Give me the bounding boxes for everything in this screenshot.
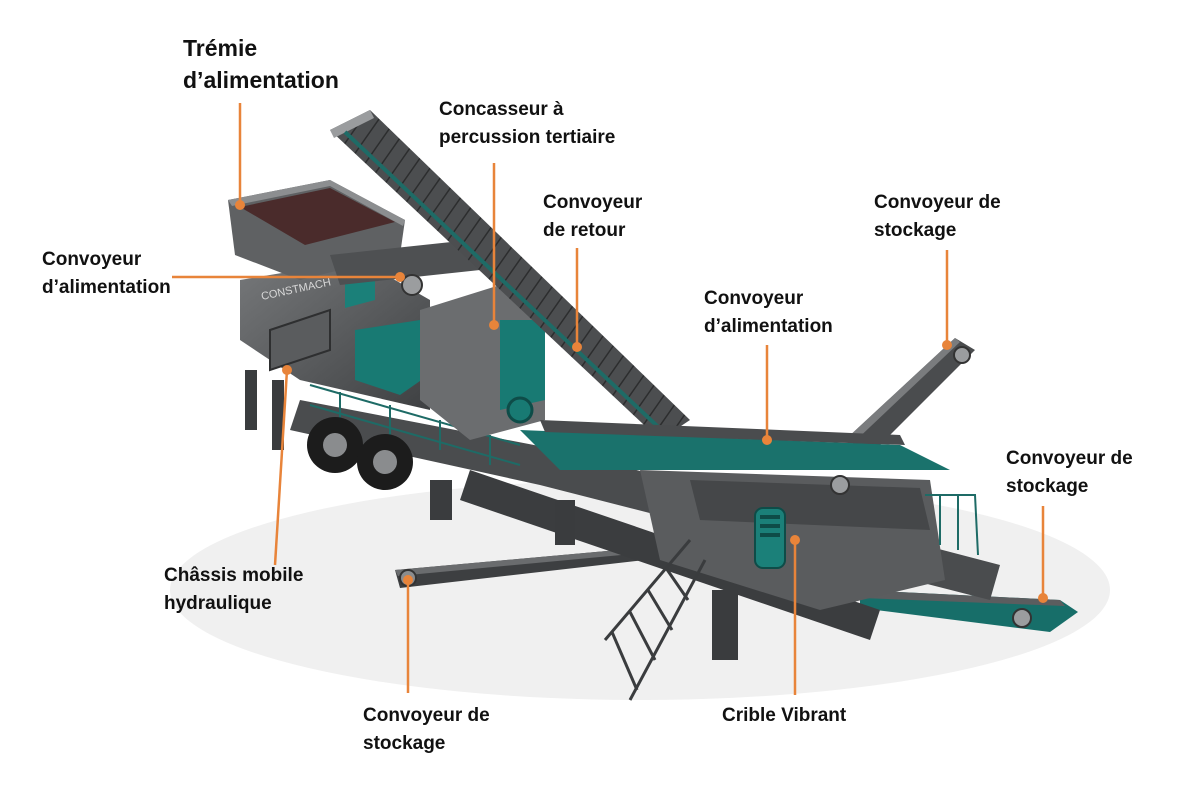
label-alimentation-left: Convoyeur d’alimentation: [42, 249, 171, 298]
screen-railing: [925, 494, 979, 556]
access-stairs: [603, 539, 707, 701]
stockage-conveyor-top-right: [845, 338, 975, 455]
feed-conveyor-left: [330, 240, 480, 296]
feed-hopper: [228, 180, 405, 280]
stockage-conveyor-right: [860, 590, 1078, 632]
impact-crusher: [420, 285, 545, 440]
leader-dots: [235, 200, 1048, 603]
label-tremie: Trémie d’alimentation: [183, 35, 339, 93]
label-chassis: Châssis mobile hydraulique: [164, 565, 304, 614]
wheel-axle: [307, 417, 413, 490]
label-stockage-bottom: Convoyeur de stockage: [363, 705, 490, 754]
leader-lines: [172, 103, 1045, 695]
label-concasseur: Concasseur à percussion tertiaire: [439, 99, 616, 148]
label-stockage-top: Convoyeur de stockage: [874, 192, 1001, 241]
label-stockage-right: Convoyeur de stockage: [1006, 448, 1133, 497]
feed-conveyor-middle: [520, 420, 950, 470]
leader-chassis: [273, 369, 289, 566]
label-alimentation-mid: Convoyeur d’alimentation: [704, 288, 833, 337]
hydraulic-legs: [245, 370, 284, 450]
label-crible: Crible Vibrant: [722, 705, 847, 726]
return-conveyor: [330, 110, 690, 442]
label-convoyeur-retour: Convoyeur de retour: [543, 192, 643, 241]
